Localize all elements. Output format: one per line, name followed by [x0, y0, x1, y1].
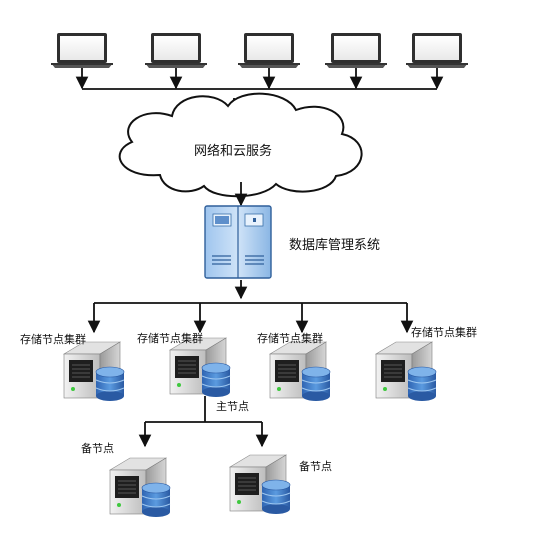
backup-label-2: 备节点 [299, 460, 332, 473]
cluster-label-2: 存储节点集群 [137, 332, 203, 345]
laptop-icon [325, 33, 387, 68]
cluster-label-4: 存储节点集群 [411, 326, 477, 339]
storage-server-icon [229, 454, 291, 515]
laptop-icon [145, 33, 207, 68]
cloud-icon [118, 92, 363, 198]
laptop-icon [51, 33, 113, 68]
client-laptops [51, 33, 468, 68]
backup-label-1: 备节点 [81, 442, 114, 455]
master-label: 主节点 [216, 400, 249, 413]
laptop-icon [406, 33, 468, 68]
cluster-label-3: 存储节点集群 [257, 332, 323, 345]
storage-server-icon [375, 341, 437, 402]
storage-server-icon [269, 341, 331, 402]
cloud-label: 网络和云服务 [194, 144, 273, 159]
cluster-arrows [87, 280, 414, 334]
laptop-icon [238, 33, 300, 68]
storage-server-icon [63, 341, 125, 402]
cluster-label-1: 存储节点集群 [20, 333, 86, 346]
dbms-label: 数据库管理系统 [289, 238, 381, 253]
backup-arrows [138, 396, 269, 448]
server-cabinet-icon [204, 205, 272, 279]
storage-server-icon [169, 337, 231, 398]
storage-server-icon [109, 457, 171, 518]
